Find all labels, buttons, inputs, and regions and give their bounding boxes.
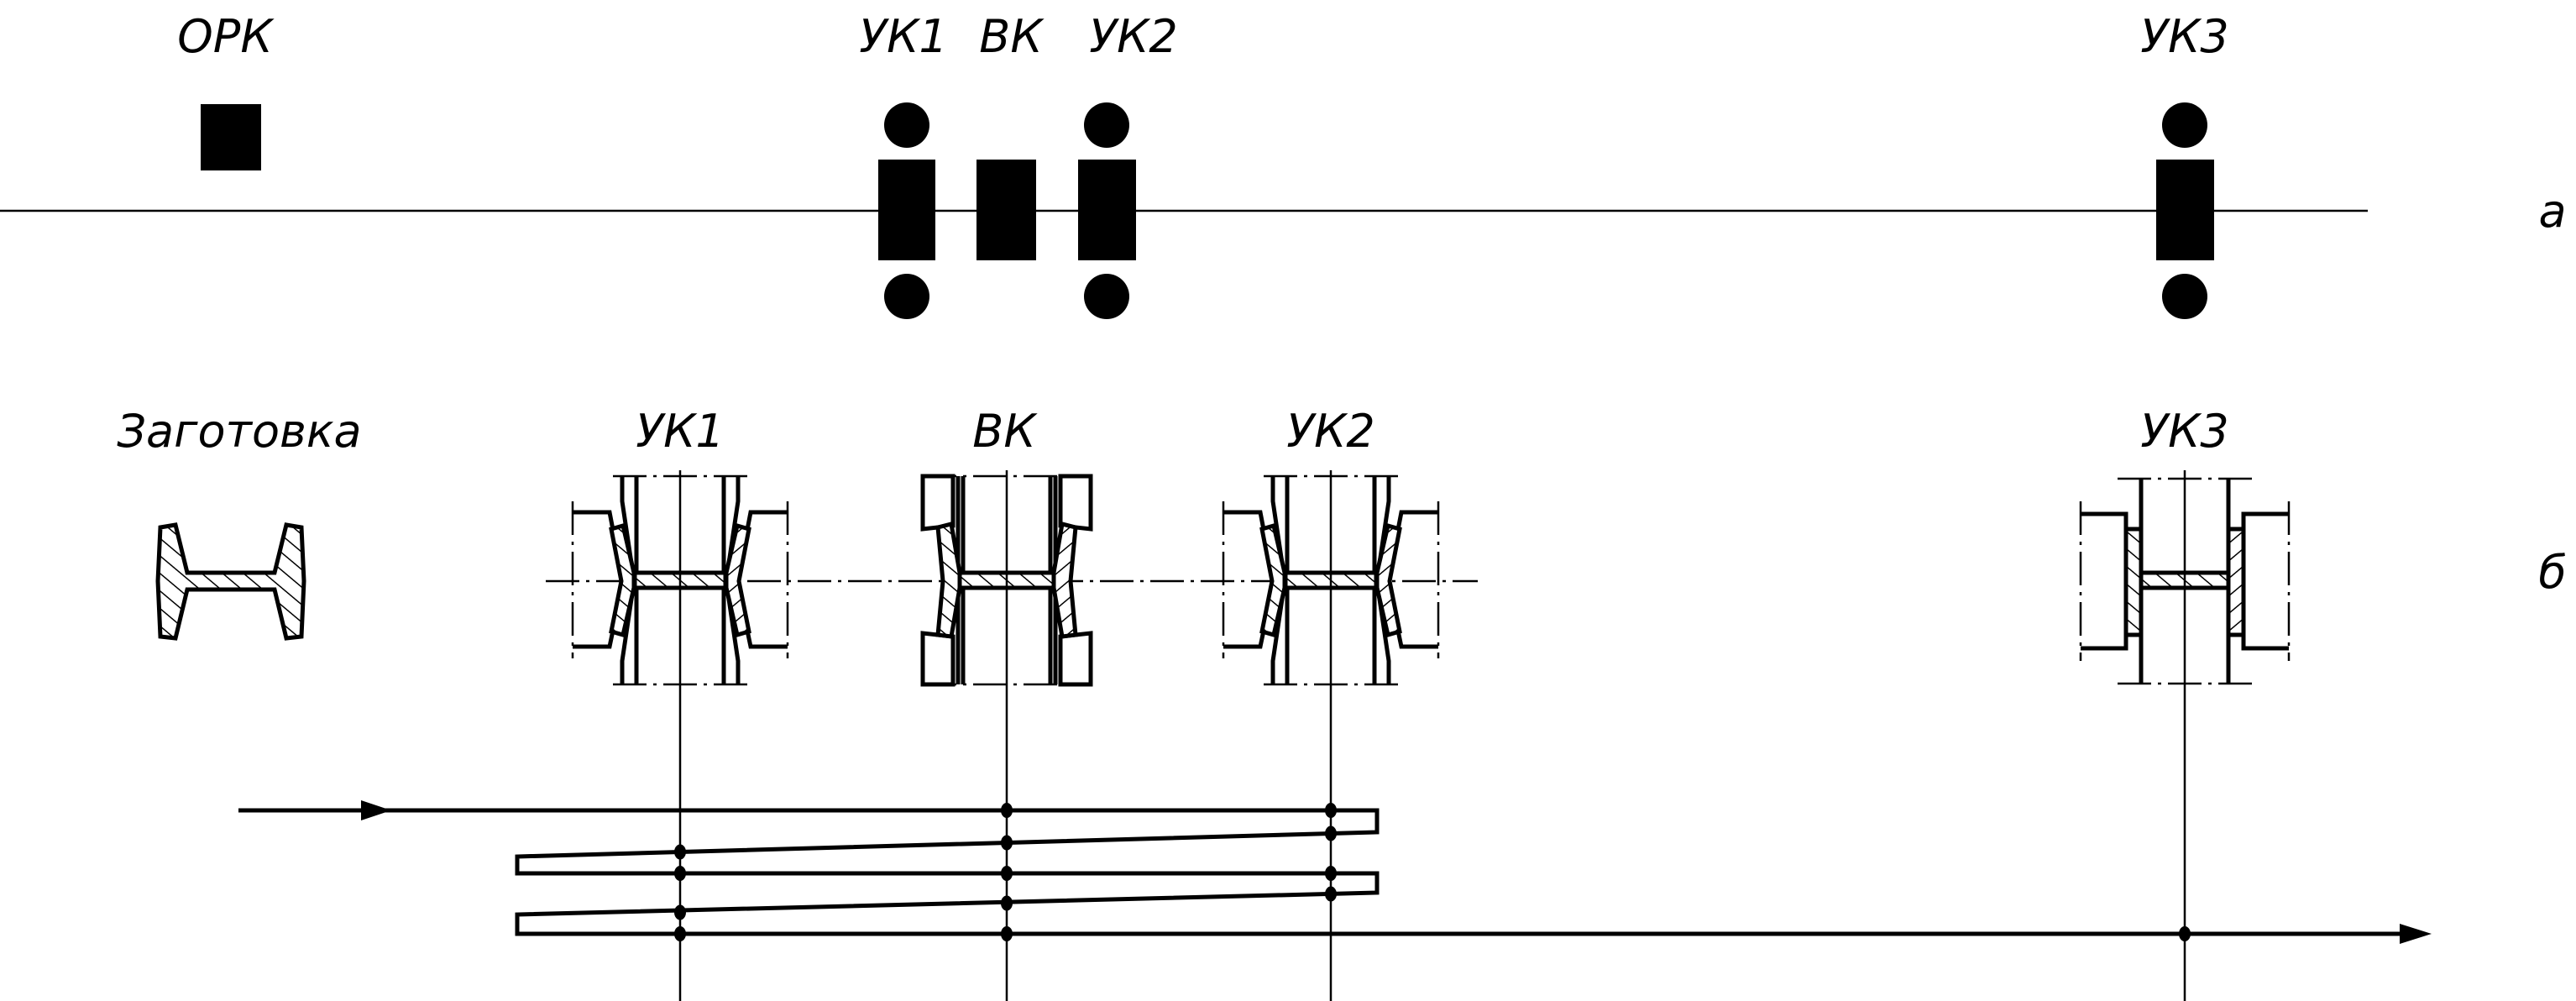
pass-point-dot	[1325, 866, 1337, 881]
pass-point-dot	[1325, 825, 1337, 841]
pass-point-dot	[674, 844, 686, 860]
pass-point-dot	[1325, 803, 1337, 818]
pass-schedule	[238, 800, 2432, 944]
pass-point-dot	[1325, 886, 1337, 902]
entry-arrow-icon	[361, 800, 391, 820]
uk3-stand-symbol	[2156, 102, 2214, 319]
panel-b-passes: Заготовка УК1 ВК УК2 УК3 б	[117, 405, 2567, 1001]
pass-point-dot	[1001, 926, 1013, 941]
stand-label-ork: ОРК	[177, 10, 275, 63]
pass-point-dot	[674, 904, 686, 920]
pass-point-dot	[1001, 803, 1013, 818]
pass-point-dot	[674, 926, 686, 941]
ork-stand-block	[201, 104, 261, 170]
stand-label-uk3: УК3	[2140, 10, 2229, 63]
pass-point-dot	[1001, 866, 1013, 881]
rolling-path	[238, 808, 2410, 936]
uk1-stand-symbol	[878, 102, 935, 319]
blank-h-beam-section	[155, 522, 306, 641]
blank-label: Заготовка	[117, 405, 361, 458]
vk-stand-block	[976, 160, 1036, 260]
pass-point-dot	[1001, 835, 1013, 851]
uk2-stand-symbol	[1078, 102, 1136, 319]
pass-point-dot	[2179, 926, 2191, 941]
pass-point-dot	[1001, 895, 1013, 911]
pass-point-dot	[674, 866, 686, 881]
panel-b-marker: б	[2538, 546, 2566, 599]
pass-label-uk3: УК3	[2140, 405, 2229, 458]
stand-label-vk: ВК	[979, 10, 1045, 63]
stand-label-uk1: УК1	[859, 10, 948, 63]
pass-label-uk1: УК1	[636, 405, 725, 458]
panel-a-marker: а	[2538, 185, 2566, 238]
exit-arrow-icon	[2400, 924, 2432, 944]
stand-label-uk2: УК2	[1089, 10, 1178, 63]
pass-label-uk2: УК2	[1286, 405, 1375, 458]
pass-label-vk: ВК	[972, 405, 1038, 458]
panel-a-layout: ОРК УК1 ВК УК2 УК3 а	[0, 10, 2567, 319]
